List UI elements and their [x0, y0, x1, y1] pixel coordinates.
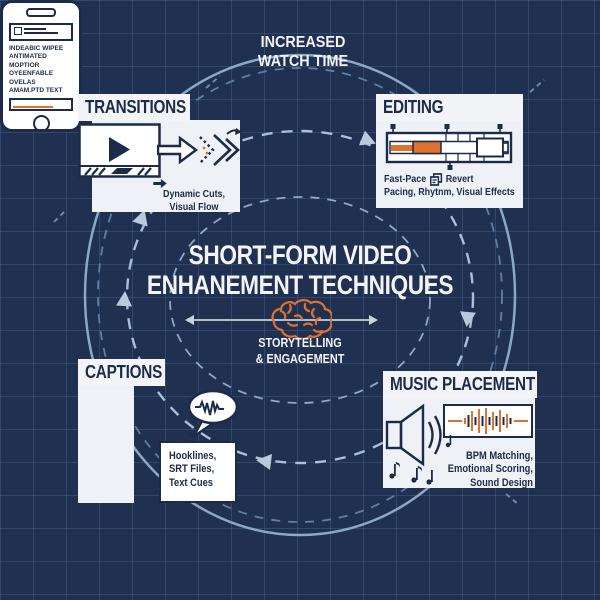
phone-line: ANTIMATED	[9, 53, 47, 61]
transitions-caption-line2: Visual Flow	[169, 200, 219, 213]
center-subtitle-line2: & ENGAGEMENT	[255, 351, 345, 366]
center-subtitle: STORYTELLING & ENGAGEMENT	[225, 336, 375, 367]
waveform-bars	[464, 408, 512, 434]
middle-dashed-ring	[125, 129, 475, 465]
sound-wave-icon	[427, 421, 434, 449]
brain-icon	[271, 299, 332, 338]
captions-note-line1: Hooklines,	[169, 450, 217, 462]
smartphone: INDEABIC WIPEE ANTIMATED MOPTIOR OYEENFA…	[0, 0, 82, 132]
captions-note-line3: Text Cues	[169, 476, 214, 489]
timeline-icon	[385, 124, 513, 170]
music-header: MUSIC PLACEMENT	[383, 371, 537, 398]
captions-note-line2: SRT Files,	[169, 463, 215, 476]
copy-icon	[429, 173, 442, 186]
top-outcome-line2: WATCH TIME	[257, 52, 349, 70]
cycle-arrow-right-icon	[460, 311, 476, 327]
captions-note-box: Hooklines, SRT Files, Text Cues	[159, 441, 237, 503]
phone-speaker	[26, 8, 56, 17]
cycle-arrow-top-icon	[359, 130, 376, 146]
page-title-line1: SHORT-FORM VIDEO	[188, 240, 412, 270]
video-player-icon	[78, 123, 161, 178]
center-subtitle-line1: STORYTELLING	[258, 336, 342, 350]
captions-header: CAPTIONS	[78, 359, 165, 386]
top-outcome-line1: INCREASED	[260, 34, 346, 51]
blueprint-ticks	[51, 75, 545, 506]
phone-line: OVELAS	[9, 78, 36, 86]
waveform-squiggle-icon	[195, 399, 224, 416]
center-arrow-right-icon	[369, 315, 378, 325]
transition-arrow-outline-icon	[157, 135, 198, 165]
speaker-icon	[385, 403, 442, 485]
editing-header: EDITING	[376, 94, 523, 121]
dotted-chevron-icon	[199, 136, 215, 164]
page-title-line2: ENHANEMENT TECHNIQUES	[146, 270, 454, 301]
chevron-icon	[213, 134, 232, 166]
editing-label: EDITING	[383, 97, 444, 117]
music-caption-line3: Sound Design	[470, 476, 533, 489]
film-strip-marker	[111, 168, 133, 174]
audio-speech-bubble-icon	[185, 389, 239, 443]
phone-caption-lines: INDEABIC WIPEE ANTIMATED MOPTIOR OYEENFA…	[9, 45, 73, 96]
phone-line: MOPTIOR	[9, 61, 40, 69]
music-note-icon	[389, 462, 433, 485]
phone-title-bar	[9, 23, 73, 41]
editing-caption-line2: Pacing, Rhytnm, Visual Effects	[384, 186, 515, 198]
phone-progress-bar	[9, 97, 73, 111]
phone-line: INDEABIC WIPEE	[9, 45, 64, 52]
transitions-caption: Dynamic Cuts, Visual Flow	[146, 179, 242, 214]
phone-line: AMAM.PTD TEXT	[9, 87, 63, 95]
timeline-clip-block	[412, 140, 442, 155]
transition-arrows-icon	[157, 128, 242, 166]
waveform-box-icon	[443, 404, 533, 448]
outer-solid-ring	[83, 53, 517, 537]
phone-line: OYEENFABLE	[9, 70, 54, 78]
center-arrow-left-icon	[185, 315, 194, 325]
inner-dashed-ring	[169, 196, 431, 404]
transitions-caption-line1: Dynamic Cuts,	[163, 188, 225, 200]
cycle-arrow-left-lower-icon	[116, 291, 132, 307]
editing-caption-right: Revert	[445, 173, 474, 186]
sound-wave-icon	[433, 415, 442, 455]
music-caption-line2: Emotional Scoring,	[447, 463, 533, 476]
cycle-arrow-bottom-icon	[256, 454, 272, 470]
flow-arrow-icon	[153, 179, 167, 188]
top-outcome-label: INCREASED WATCH TIME	[200, 34, 406, 72]
transitions-header: TRANSITIONS	[78, 94, 190, 121]
music-label: MUSIC PLACEMENT	[390, 374, 535, 394]
music-note-icon	[445, 435, 452, 448]
captions-label: CAPTIONS	[85, 362, 163, 382]
editing-caption-left: Fast-Pace	[384, 173, 427, 186]
music-caption: BPM Matching, Emotional Scoring, Sound D…	[408, 450, 533, 490]
play-icon	[109, 137, 130, 162]
page-title: SHORT-FORM VIDEO ENHANEMENT TECHNIQUES	[110, 240, 490, 300]
chevron-small-icon	[225, 138, 240, 162]
captions-panel	[78, 385, 134, 503]
transitions-label: TRANSITIONS	[85, 97, 186, 117]
music-caption-line1: BPM Matching,	[465, 450, 533, 462]
cycle-arrow-left-upper-icon	[132, 209, 148, 227]
outer-dashed-ring	[97, 67, 503, 523]
phone-home-button	[32, 114, 50, 132]
timeline-clip-thin	[391, 145, 413, 151]
editing-caption: Fast-Pace Revert Pacing, Rhytnm, Visual …	[384, 173, 534, 199]
timeline-selection	[476, 137, 504, 158]
